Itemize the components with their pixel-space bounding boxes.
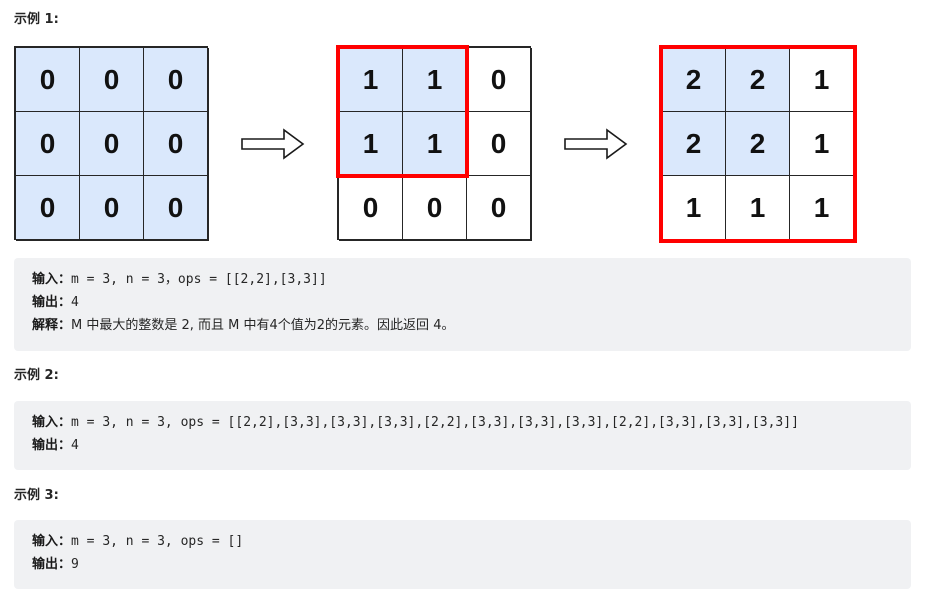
input-value: m = 3, n = 3, ops = [[2,2],[3,3],[3,3],[… bbox=[71, 415, 799, 430]
output-value: 4 bbox=[71, 438, 79, 453]
explanation-value: M 中最大的整数是 2, 而且 M 中有4个值为2的元素。因此返回 4。 bbox=[71, 318, 455, 333]
matrix-cell: 0 bbox=[80, 176, 145, 241]
matrix-cell: 1 bbox=[403, 112, 468, 177]
input-label: 输入： bbox=[32, 272, 72, 287]
output-line: 输出：4 bbox=[32, 434, 893, 457]
matrix-cell: 0 bbox=[467, 48, 532, 113]
input-value: m = 3, n = 3, ops = [] bbox=[71, 534, 244, 549]
example-1-figure: 0 0 0 0 0 0 0 0 0 1 1 0 1 1 0 0 0 0 2 2 … bbox=[0, 0, 926, 250]
example-2-code-block: 输入：m = 3, n = 3, ops = [[2,2],[3,3],[3,3… bbox=[14, 401, 911, 470]
input-line: 输入：m = 3, n = 3，ops = [[2,2],[3,3]] bbox=[32, 268, 893, 291]
matrix-cell: 1 bbox=[339, 112, 404, 177]
output-label: 输出： bbox=[32, 295, 72, 310]
input-line: 输入：m = 3, n = 3, ops = [] bbox=[32, 530, 893, 553]
matrix-cell: 1 bbox=[339, 48, 404, 113]
matrix-cell: 0 bbox=[467, 112, 532, 177]
matrix-initial: 0 0 0 0 0 0 0 0 0 bbox=[14, 46, 209, 241]
matrix-cell: 0 bbox=[467, 176, 532, 241]
matrix-cell: 2 bbox=[662, 112, 727, 177]
output-value: 9 bbox=[71, 557, 79, 572]
matrix-cell: 1 bbox=[662, 176, 727, 241]
matrix-cell: 1 bbox=[790, 176, 855, 241]
matrix-cell: 0 bbox=[16, 176, 81, 241]
matrix-cell: 2 bbox=[726, 48, 791, 113]
example-1-code-block: 输入：m = 3, n = 3，ops = [[2,2],[3,3]] 输出：4… bbox=[14, 258, 911, 351]
example-2-heading: 示例 2: bbox=[14, 368, 59, 383]
matrix-cell: 2 bbox=[662, 48, 727, 113]
matrix-cell: 0 bbox=[144, 48, 209, 113]
matrix-cell: 0 bbox=[144, 112, 209, 177]
matrix-cell: 0 bbox=[403, 176, 468, 241]
matrix-cell: 2 bbox=[726, 112, 791, 177]
explanation-label: 解释： bbox=[32, 318, 72, 333]
right-arrow-icon bbox=[241, 128, 305, 160]
example-3-heading: 示例 3: bbox=[14, 488, 59, 503]
output-label: 输出： bbox=[32, 438, 72, 453]
output-value: 4 bbox=[71, 295, 79, 310]
matrix-cell: 1 bbox=[726, 176, 791, 241]
matrix-cell: 1 bbox=[403, 48, 468, 113]
explanation-line: 解释：M 中最大的整数是 2, 而且 M 中有4个值为2的元素。因此返回 4。 bbox=[32, 314, 893, 337]
example-1-heading: 示例 1: bbox=[14, 12, 59, 27]
input-line: 输入：m = 3, n = 3, ops = [[2,2],[3,3],[3,3… bbox=[32, 411, 893, 434]
example-3-code-block: 输入：m = 3, n = 3, ops = [] 输出：9 bbox=[14, 520, 911, 589]
output-label: 输出： bbox=[32, 557, 72, 572]
input-value: m = 3, n = 3，ops = [[2,2],[3,3]] bbox=[71, 272, 327, 287]
matrix-cell: 0 bbox=[144, 176, 209, 241]
input-label: 输入： bbox=[32, 534, 72, 549]
matrix-cell: 1 bbox=[790, 112, 855, 177]
matrix-cell: 0 bbox=[80, 48, 145, 113]
right-arrow-icon bbox=[564, 128, 628, 160]
output-line: 输出：9 bbox=[32, 553, 893, 576]
matrix-cell: 0 bbox=[16, 112, 81, 177]
output-line: 输出：4 bbox=[32, 291, 893, 314]
matrix-after-op-1: 1 1 0 1 1 0 0 0 0 bbox=[337, 46, 532, 241]
matrix-after-op-2: 2 2 1 2 2 1 1 1 1 bbox=[660, 46, 855, 241]
matrix-cell: 0 bbox=[80, 112, 145, 177]
input-label: 输入： bbox=[32, 415, 72, 430]
matrix-cell: 0 bbox=[16, 48, 81, 113]
matrix-cell: 1 bbox=[790, 48, 855, 113]
matrix-cell: 0 bbox=[339, 176, 404, 241]
